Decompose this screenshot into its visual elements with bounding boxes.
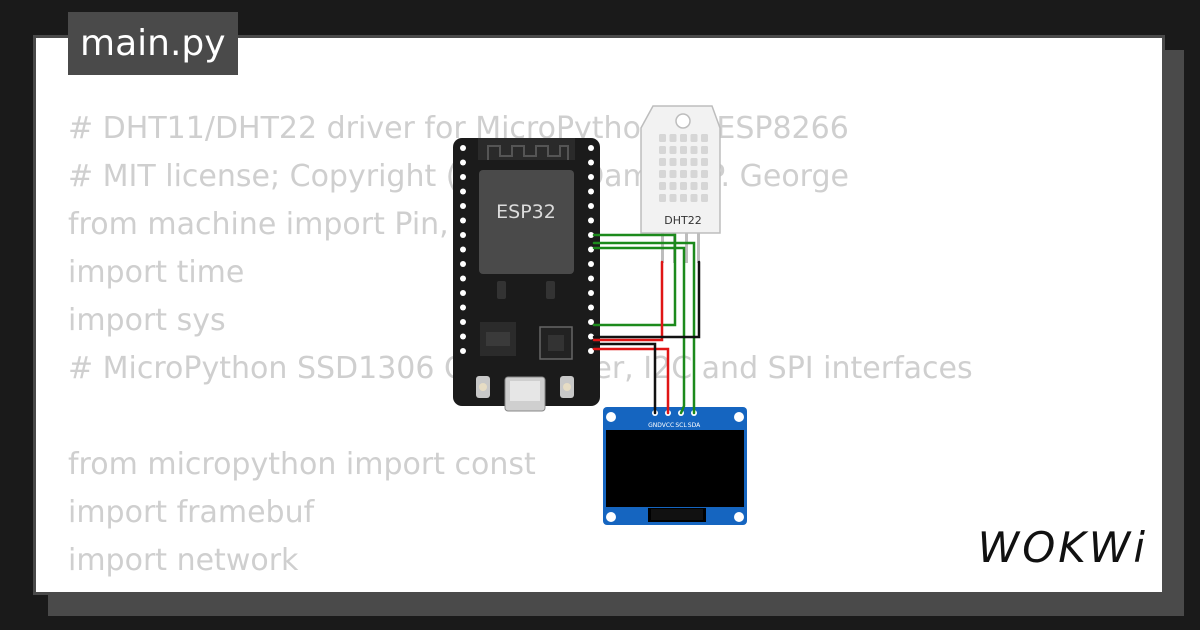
wokwi-logo: WOKWi bbox=[977, 523, 1148, 572]
grille-slot bbox=[690, 158, 698, 166]
oled-pin-sda: SDA bbox=[688, 422, 701, 429]
header-pin bbox=[460, 319, 466, 325]
oled-pin-gnd: GND bbox=[648, 422, 662, 429]
grille-slot bbox=[701, 194, 708, 202]
code-line: import framebuf bbox=[68, 495, 315, 530]
header-pin bbox=[460, 188, 466, 195]
header-pin bbox=[460, 304, 466, 311]
header-pin bbox=[460, 174, 466, 180]
code-line: from micropython import const bbox=[68, 447, 536, 482]
wire-oled-vcc bbox=[592, 347, 670, 415]
wire-oled-gnd bbox=[592, 342, 657, 415]
dht22-label: DHT22 bbox=[664, 214, 701, 227]
header-pin bbox=[588, 217, 594, 224]
header-pin bbox=[460, 217, 466, 224]
wires bbox=[592, 233, 701, 415]
grille-slot bbox=[690, 146, 698, 154]
header-pin bbox=[460, 290, 466, 296]
header-pin bbox=[588, 145, 594, 151]
grille-slot bbox=[669, 158, 677, 166]
grille-slot bbox=[680, 146, 687, 154]
header-pin bbox=[460, 246, 466, 253]
header-pin bbox=[460, 261, 466, 267]
grille-slot bbox=[701, 158, 708, 166]
grille-slot bbox=[680, 194, 687, 202]
header-pin bbox=[588, 159, 594, 166]
grille-slot bbox=[680, 170, 687, 178]
code-line: import sys bbox=[68, 303, 226, 338]
header-pin bbox=[588, 246, 594, 253]
grille-slot bbox=[669, 194, 677, 202]
header-pin bbox=[588, 188, 594, 195]
header-pin bbox=[588, 232, 594, 238]
header-pin bbox=[460, 348, 466, 354]
grille-slot bbox=[659, 194, 666, 202]
grille-slot bbox=[680, 182, 687, 190]
grille-slot bbox=[680, 134, 687, 142]
code-line: import ntptime bbox=[68, 585, 973, 592]
grille-slot bbox=[701, 134, 708, 142]
code-line: import time bbox=[68, 255, 245, 290]
grille-slot bbox=[669, 134, 677, 142]
header-pin bbox=[588, 290, 594, 296]
grille-slot bbox=[659, 182, 666, 190]
grille-slot bbox=[690, 182, 698, 190]
grille-slot bbox=[680, 158, 687, 166]
grille-slot bbox=[659, 134, 666, 142]
grille-slot bbox=[669, 146, 677, 154]
grille-slot bbox=[659, 146, 666, 154]
header-pin bbox=[588, 319, 594, 325]
wire-oled-sda bbox=[592, 241, 696, 415]
header-pin bbox=[460, 159, 466, 166]
grille-slot bbox=[690, 194, 698, 202]
dht22-sensor[interactable]: DHT22 bbox=[640, 105, 721, 263]
oled-pin-vcc: VCC bbox=[662, 422, 674, 429]
header-pin bbox=[588, 275, 594, 282]
header-pin bbox=[460, 203, 466, 209]
grille-slot bbox=[701, 146, 708, 154]
header-pin bbox=[588, 333, 594, 340]
header-pin bbox=[588, 348, 594, 354]
grille-slot bbox=[659, 158, 666, 166]
grille-slot bbox=[701, 182, 708, 190]
wire-oled-scl bbox=[592, 246, 686, 415]
oled-pin-scl: SCL bbox=[675, 422, 687, 429]
header-pin bbox=[588, 304, 594, 311]
wire-dht-data bbox=[592, 233, 677, 327]
wire-dht-vcc bbox=[592, 260, 664, 342]
grille-slot bbox=[701, 170, 708, 178]
header-pin bbox=[588, 203, 594, 209]
header-pin bbox=[460, 275, 466, 282]
header-pin bbox=[460, 145, 466, 151]
grille-slot bbox=[690, 170, 698, 178]
wire-dht-gnd bbox=[592, 260, 701, 339]
esp32-chip-label: ESP32 bbox=[496, 201, 556, 223]
grille-slot bbox=[669, 170, 677, 178]
file-tab[interactable]: main.py bbox=[68, 12, 238, 75]
esp32-board[interactable]: ESP32 bbox=[453, 138, 600, 412]
grille-slot bbox=[690, 134, 698, 142]
header-pin bbox=[460, 232, 466, 238]
grille-slot bbox=[659, 170, 666, 178]
header-pin bbox=[588, 174, 594, 180]
header-pin bbox=[460, 333, 466, 340]
code-line: import network bbox=[68, 543, 299, 578]
grille-slot bbox=[669, 182, 677, 190]
header-pin bbox=[588, 261, 594, 267]
oled-display[interactable]: GND VCC SCL SDA bbox=[603, 407, 747, 525]
